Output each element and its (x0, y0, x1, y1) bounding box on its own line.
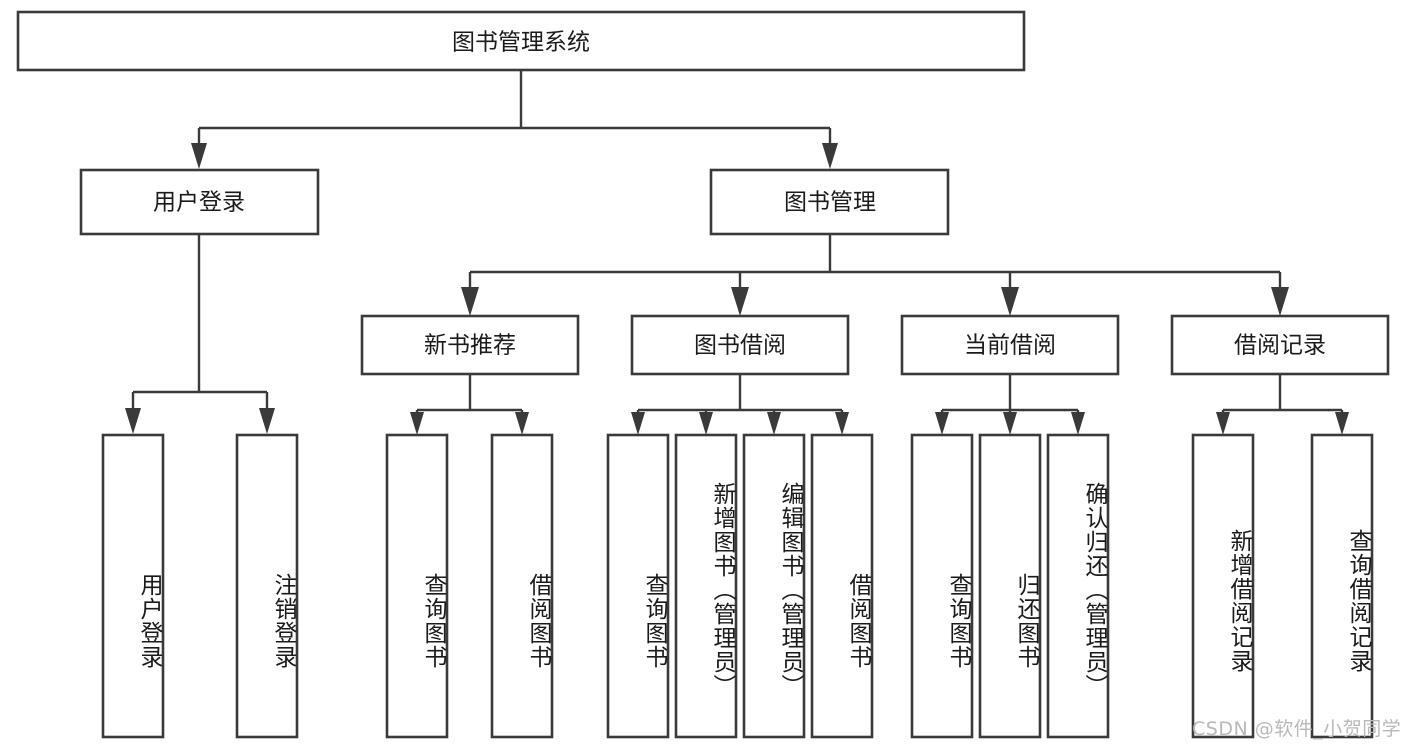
csdn-watermark: CSDN @软件_小贺同学 (1192, 718, 1402, 740)
node-book-management[interactable]: 图书管理 (709, 168, 950, 236)
node-book-borrow-box[interactable] (630, 314, 850, 376)
arrow-nb-to-borrow-book (515, 412, 529, 435)
node-borrow-record-box[interactable] (1170, 314, 1390, 376)
leaf-box-bb-borrow-book[interactable] (810, 433, 874, 739)
arrow-cb-to-query-book (935, 412, 949, 435)
arrow-br-to-query-record (1335, 412, 1349, 435)
arrow-cb-to-return-book (1003, 412, 1017, 435)
arrow-bm-to-new-book (461, 287, 479, 316)
node-book-management-label: 图书管理 (784, 190, 876, 216)
arrow-ul-to-login (125, 408, 141, 434)
node-new-book-recommend-box[interactable] (360, 314, 580, 376)
arrow-bb-to-borrow-book (835, 412, 849, 435)
arrow-root-to-book-mgmt (822, 143, 838, 169)
node-new-book-recommend[interactable]: 新书推荐 (360, 314, 580, 376)
leaf-box-bb-query-book[interactable] (606, 433, 670, 739)
connector-group-user-login (125, 235, 275, 434)
node-new-book-recommend-label: 新书推荐 (424, 333, 516, 359)
leaf-box-br-query-record[interactable] (1310, 433, 1374, 739)
node-book-borrow-label: 图书借阅 (694, 333, 786, 359)
leaf-box-cb-confirm-return[interactable] (1046, 433, 1110, 739)
node-user-login-box[interactable] (79, 168, 320, 236)
connector-group-borrow-record (1216, 374, 1349, 435)
arrow-bm-to-current (1001, 287, 1019, 316)
leaf-box-bb-add-book[interactable] (674, 433, 738, 739)
node-book-borrow[interactable]: 图书借阅 (630, 314, 850, 376)
arrow-bm-to-borrow (731, 287, 749, 316)
arrow-nb-to-query-book (410, 412, 424, 435)
arrow-cb-to-confirm-return (1071, 412, 1085, 435)
arrow-ul-to-logout (259, 408, 275, 434)
connector-group-root (191, 70, 838, 169)
node-current-borrow-box[interactable] (900, 314, 1120, 376)
leaf-box-nb-borrow-book[interactable] (490, 433, 554, 739)
leaf-box-bb-edit-book[interactable] (742, 433, 806, 739)
arrow-bb-to-query-book (631, 412, 645, 435)
arrow-br-to-add-record (1216, 412, 1230, 435)
arrow-bb-to-add-book (699, 412, 713, 435)
node-current-borrow-label: 当前借阅 (964, 333, 1056, 359)
node-user-login-label: 用户登录 (153, 190, 245, 216)
leaf-box-logout[interactable] (235, 433, 299, 739)
leaf-box-nb-query-book[interactable] (385, 433, 449, 739)
node-root-label: 图书管理系统 (452, 30, 590, 56)
connector-group-current-borrow (935, 374, 1085, 435)
connector-group-book-borrow (631, 374, 849, 435)
node-book-management-box[interactable] (709, 168, 950, 236)
node-root-box[interactable] (16, 10, 1026, 72)
leaf-box-br-add-record[interactable] (1191, 433, 1255, 739)
node-user-login[interactable]: 用户登录 (79, 168, 320, 236)
node-root[interactable]: 图书管理系统 (16, 10, 1026, 72)
arrow-bm-to-record (1271, 287, 1289, 316)
node-current-borrow[interactable]: 当前借阅 (900, 314, 1120, 376)
arrow-bb-to-edit-book (767, 412, 781, 435)
node-borrow-record[interactable]: 借阅记录 (1170, 314, 1390, 376)
leaf-box-cb-return-book[interactable] (978, 433, 1042, 739)
leaf-box-cb-query-book[interactable] (910, 433, 974, 739)
arrow-root-to-user-login (191, 143, 207, 169)
leaf-box-user-login[interactable] (101, 433, 165, 739)
node-borrow-record-label: 借阅记录 (1234, 333, 1326, 359)
connector-group-book-mgmt (461, 233, 1289, 316)
connector-group-new-book (410, 374, 529, 435)
